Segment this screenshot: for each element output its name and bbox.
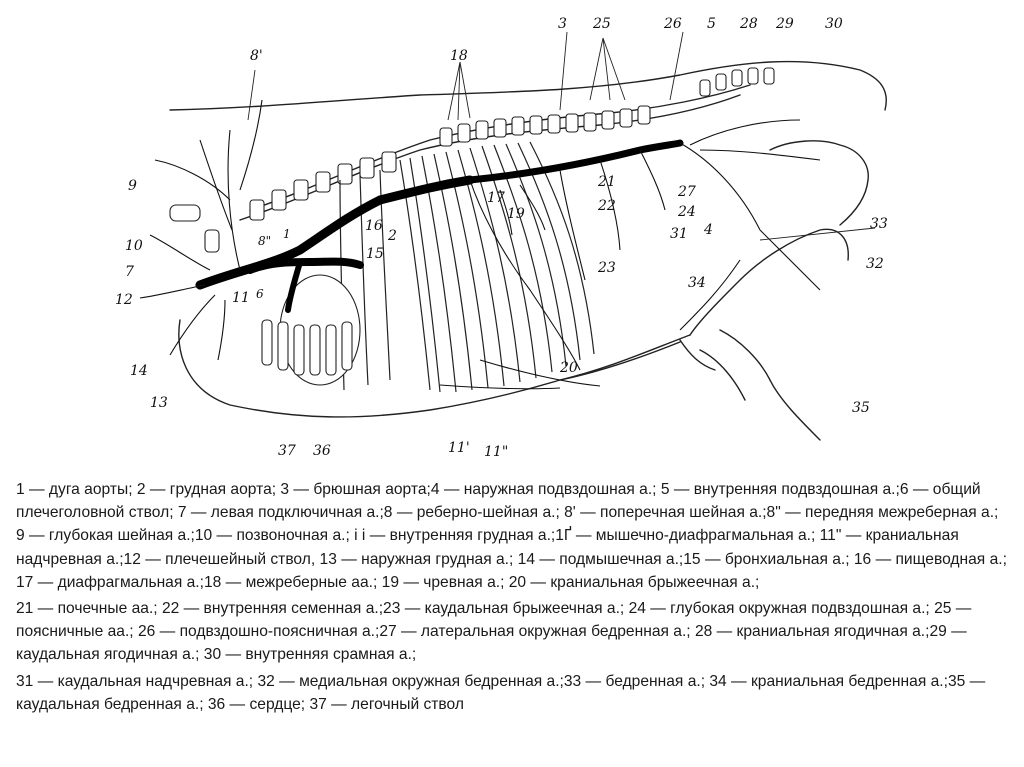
brachiocephalic-trunk xyxy=(250,262,360,270)
legend-paragraph-2: 21 — почечные аа.; 22 — внутренняя семен… xyxy=(16,597,1008,667)
pelvis-outline xyxy=(690,229,848,335)
legend-paragraph-1: 1 — дуга аорты; 2 — грудная аорта; 3 — б… xyxy=(16,478,1008,594)
label-3: 3 xyxy=(558,16,567,32)
label-35: 35 xyxy=(852,400,870,416)
figure-legend: 1 — дуга аорты; 2 — грудная аорта; 3 — б… xyxy=(16,478,1008,718)
label-6: 6 xyxy=(256,287,264,301)
label-32: 32 xyxy=(866,256,884,272)
label-5: 5 xyxy=(707,16,716,32)
label-28: 28 xyxy=(739,16,758,32)
label-19: 19 xyxy=(507,206,525,222)
label-18: 18 xyxy=(450,48,468,64)
aorta-abdominal xyxy=(470,143,680,180)
label-11prime: 11' xyxy=(448,440,470,456)
label-29: 29 xyxy=(775,16,794,32)
anatomical-figure: 3 25 26 5 28 29 30 8' 18 9 16 2 15 8" 1 … xyxy=(0,0,1024,470)
label-20: 20 xyxy=(559,360,578,376)
label-34: 34 xyxy=(688,275,706,291)
label-7: 7 xyxy=(125,264,134,280)
label-27: 27 xyxy=(677,184,696,200)
dorsal-outline xyxy=(170,62,886,110)
label-8prime: 8' xyxy=(250,48,263,64)
label-23: 23 xyxy=(597,260,616,276)
label-2: 2 xyxy=(387,228,397,244)
label-21: 21 xyxy=(597,174,616,190)
label-36: 36 xyxy=(313,443,331,459)
legend-paragraph-3: 31 — каудальная надчревная а.; 32 — меди… xyxy=(16,670,1008,716)
label-4: 4 xyxy=(703,222,713,238)
label-1: 1 xyxy=(283,227,291,241)
label-13: 13 xyxy=(150,395,168,411)
label-37: 37 xyxy=(278,443,296,459)
label-11: 11 xyxy=(232,290,250,306)
label-9: 9 xyxy=(128,178,137,194)
label-33: 33 xyxy=(870,216,888,232)
label-31: 31 xyxy=(670,226,688,242)
label-26: 26 xyxy=(663,16,682,32)
label-25: 25 xyxy=(592,16,611,32)
label-16: 16 xyxy=(365,218,383,234)
label-30: 30 xyxy=(825,16,843,32)
label-24: 24 xyxy=(677,204,696,220)
label-12: 12 xyxy=(115,292,133,308)
label-15: 15 xyxy=(366,246,384,262)
label-14: 14 xyxy=(130,363,148,379)
label-17: 17 xyxy=(487,190,505,206)
label-22: 22 xyxy=(597,198,616,214)
label-10: 10 xyxy=(125,238,143,254)
label-8double: 8" xyxy=(258,234,271,248)
arterial-system-drawing: 3 25 26 5 28 29 30 8' 18 9 16 2 15 8" 1 … xyxy=(0,0,1024,470)
label-11double: 11" xyxy=(484,444,508,460)
